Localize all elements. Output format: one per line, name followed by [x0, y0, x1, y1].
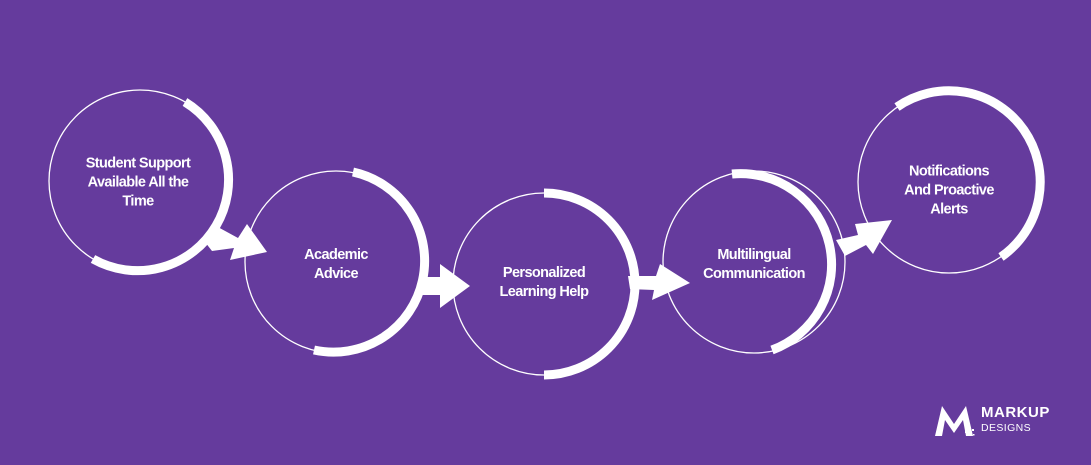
brand-subtitle: DESIGNS [981, 422, 1032, 434]
arrow-2-icon [422, 264, 470, 308]
step-5-progress-arc [894, 86, 1045, 261]
brand-logo-lockup: MARKUP DESIGNS [932, 402, 1049, 438]
step-1-node [48, 89, 234, 276]
step-4-progress-arc [731, 169, 837, 355]
arrow-1-icon [205, 224, 267, 260]
step-1-label: Student Support Available All the Time [85, 155, 191, 210]
brand-name: MARKUP [981, 404, 1050, 421]
arrow-3-icon [628, 264, 690, 300]
markup-logo-icon [935, 406, 975, 436]
step-5-label: Notifications And Proactive Alerts [904, 163, 994, 218]
arrow-4-icon [836, 220, 892, 256]
step-4-node [662, 169, 846, 355]
step-4-label: Multilingual Communication [703, 247, 805, 282]
step-5-node [857, 86, 1045, 274]
step-1-progress-arc [90, 98, 234, 276]
step-2-label: Academic Advice [304, 247, 368, 282]
step-3-label: Personalized Learning Help [499, 265, 589, 300]
